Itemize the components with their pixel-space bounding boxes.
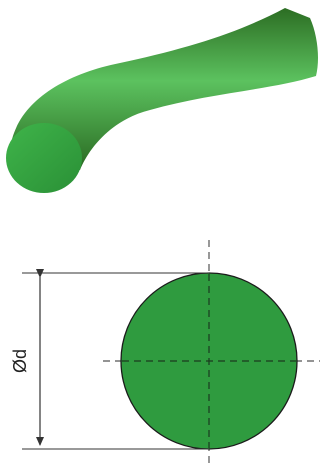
centerlines-overlay [122,274,296,448]
cord-body [10,8,318,170]
cord-end-cap [6,123,82,193]
diameter-label: Ød [10,349,30,373]
extension-lines [22,272,209,450]
bent-cord [6,8,318,193]
